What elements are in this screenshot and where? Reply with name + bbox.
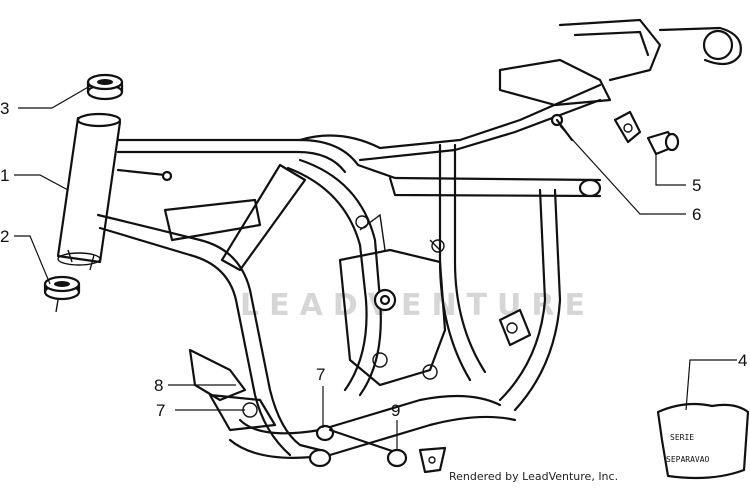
callout-1: 1 xyxy=(0,166,9,185)
upper-bearing xyxy=(86,73,124,101)
watermark: LEADVENTURE xyxy=(240,288,595,323)
head-bolt xyxy=(116,168,173,182)
central-plate xyxy=(338,213,532,387)
callout-5: 5 xyxy=(692,176,701,195)
callout-7-right: 7 xyxy=(316,365,325,384)
callout-6: 6 xyxy=(692,205,701,224)
through-bolt xyxy=(328,428,447,474)
lower-bearing xyxy=(43,275,81,313)
lower-bracket xyxy=(188,348,335,468)
callout-4: 4 xyxy=(738,351,747,370)
bag-label-line1: SERIE xyxy=(670,433,694,442)
leader-lines xyxy=(14,85,737,450)
callout-8: 8 xyxy=(154,376,163,395)
callout-labels: 3 1 2 4 5 6 7 8 7 9 xyxy=(0,99,747,420)
callout-2: 2 xyxy=(0,227,9,246)
steering-head-tube xyxy=(56,112,122,271)
credit-text: Rendered by LeadVenture, Inc. xyxy=(449,470,619,483)
bag-label-line2: SEPARAVAO xyxy=(666,455,710,464)
callout-3: 3 xyxy=(0,99,9,118)
hardware-bag: SERIE SEPARAVAO xyxy=(656,402,750,480)
main-frame xyxy=(96,18,742,459)
rear-bushing xyxy=(613,110,680,156)
callout-7-left: 7 xyxy=(156,401,165,420)
callout-9: 9 xyxy=(391,401,400,420)
